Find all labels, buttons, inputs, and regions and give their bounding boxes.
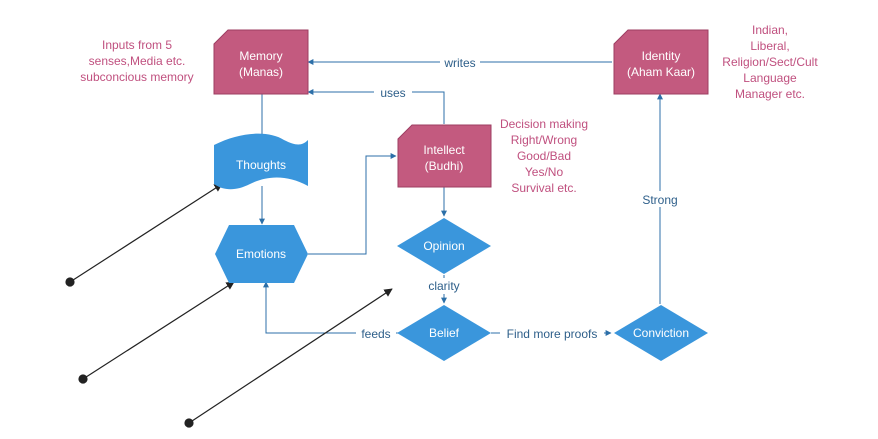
opinion-label: Opinion — [423, 239, 464, 253]
note-line: senses,Media etc. — [89, 54, 186, 68]
intellect-label: Intellect — [423, 143, 465, 157]
note-line: Yes/No — [525, 165, 564, 179]
note-line: subconcious memory — [80, 70, 193, 84]
pointer-dot — [184, 418, 194, 428]
note-line: Language — [743, 71, 797, 85]
edge-emotions-to-intellect — [308, 153, 397, 255]
memory-sublabel: (Manas) — [239, 65, 283, 79]
memory-label: Memory — [239, 49, 282, 63]
node-emotions[interactable]: Emotions — [215, 225, 308, 283]
note-line: Manager etc. — [735, 87, 805, 101]
note-line: Good/Bad — [517, 149, 571, 163]
edge-label-clarity: clarity — [428, 279, 459, 293]
node-conviction[interactable]: Conviction — [614, 305, 708, 361]
edge-label-uses: uses — [380, 86, 405, 100]
emotions-label: Emotions — [236, 247, 286, 261]
identity-label: Identity — [642, 49, 681, 63]
note-line: Decision making — [500, 117, 588, 131]
node-opinion[interactable]: Opinion — [397, 218, 491, 274]
intellect-shape — [397, 124, 492, 188]
note-line: Liberal, — [750, 39, 789, 53]
opinion-shape — [397, 218, 491, 274]
pointer-to-opinion — [188, 288, 393, 424]
note-line: Inputs from 5 — [102, 38, 172, 52]
node-intellect[interactable]: Intellect (Budhi) — [397, 124, 492, 188]
node-belief[interactable]: Belief — [397, 305, 491, 361]
emotions-shape — [215, 225, 308, 283]
intellect-sublabel: (Budhi) — [425, 159, 464, 173]
edge-labels: writes uses Strong clarity feeds Find mo… — [356, 55, 684, 341]
thoughts-label: Thoughts — [236, 158, 286, 172]
note-memory-inputs: Inputs from 5 senses,Media etc. subconci… — [80, 38, 193, 84]
edge-label-feeds: feeds — [361, 327, 390, 341]
memory-shape — [213, 29, 309, 95]
edge-label-writes: writes — [443, 56, 475, 70]
edge-label-find-more-proofs: Find more proofs — [507, 327, 598, 341]
pointer-dot — [65, 277, 75, 287]
belief-label: Belief — [429, 326, 460, 340]
node-identity[interactable]: Identity (Aham Kaar) — [613, 29, 709, 95]
note-identity-examples: Indian, Liberal, Religion/Sect/Cult Lang… — [722, 23, 818, 101]
note-intellect-functions: Decision making Right/Wrong Good/Bad Yes… — [500, 117, 588, 195]
note-line: Survival etc. — [511, 181, 576, 195]
pointer-lines — [65, 183, 393, 428]
note-line: Right/Wrong — [511, 133, 577, 147]
edge-label-strong: Strong — [642, 193, 677, 207]
conviction-shape — [614, 305, 708, 361]
pointer-to-emotions — [82, 281, 235, 380]
identity-shape — [613, 29, 709, 95]
node-memory[interactable]: Memory (Manas) — [213, 29, 309, 95]
note-line: Indian, — [752, 23, 788, 37]
conviction-label: Conviction — [633, 326, 689, 340]
pointer-to-thoughts — [69, 183, 223, 283]
pointer-dot — [78, 374, 88, 384]
node-thoughts[interactable]: Thoughts — [214, 133, 308, 190]
edge-intellect-to-memory — [307, 89, 445, 124]
thoughts-shape — [214, 133, 308, 190]
edge-belief-to-emotions — [263, 281, 398, 334]
identity-sublabel: (Aham Kaar) — [627, 65, 695, 79]
note-line: Religion/Sect/Cult — [722, 55, 818, 69]
belief-shape — [397, 305, 491, 361]
